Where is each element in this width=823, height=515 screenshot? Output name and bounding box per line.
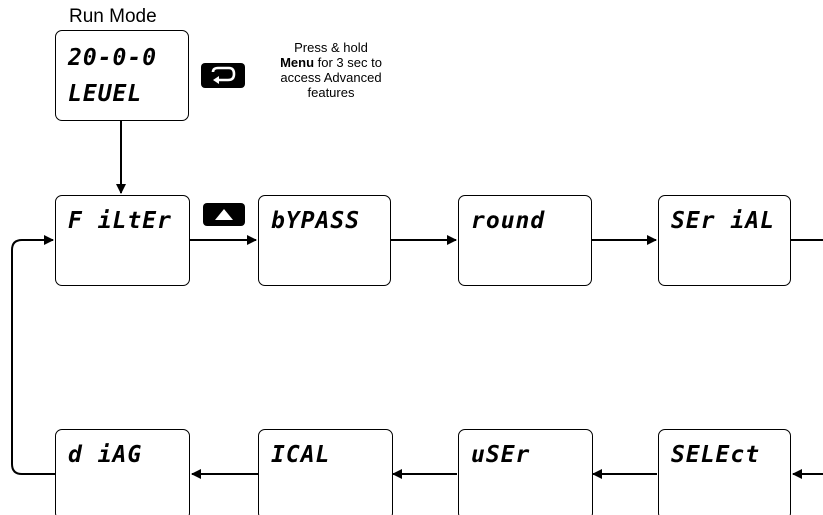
run-mode-unit: LEUEL <box>68 81 143 107</box>
menu-box-filter[interactable]: F iLtEr <box>55 195 190 286</box>
menu-label-select: SELEct <box>671 442 761 468</box>
up-arrow-icon <box>203 203 245 226</box>
hint-line2: Menu for 3 sec to <box>256 55 406 70</box>
arrow-diag-loop-to-filter <box>11 235 55 475</box>
menu-box-bypass[interactable]: bYPASS <box>258 195 391 286</box>
menu-box-ical[interactable]: ICAL <box>258 429 393 515</box>
hint-line2-rest: for 3 sec to <box>314 55 382 70</box>
menu-box-user[interactable]: uSEr <box>458 429 593 515</box>
menu-box-serial[interactable]: SEr iAL <box>658 195 791 286</box>
menu-label-ical: ICAL <box>271 442 331 468</box>
menu-box-diag[interactable]: d iAG <box>55 429 190 515</box>
run-mode-display: 20-0-0 LEUEL <box>55 30 189 121</box>
advanced-hint: Press & hold Menu for 3 sec to access Ad… <box>256 40 406 100</box>
run-mode-value: 20-0-0 <box>68 45 158 71</box>
menu-label-bypass: bYPASS <box>271 208 361 234</box>
hint-line1: Press & hold <box>294 40 368 55</box>
menu-box-select[interactable]: SELEct <box>658 429 791 515</box>
run-mode-title: Run Mode <box>69 6 157 27</box>
menu-label-filter: F iLtEr <box>68 208 172 234</box>
hint-line3: access Advanced <box>280 70 382 85</box>
menu-box-round[interactable]: round <box>458 195 592 286</box>
hint-line4: features <box>307 85 355 100</box>
menu-label-round: round <box>471 208 546 234</box>
menu-label-serial: SEr iAL <box>671 208 775 234</box>
menu-loop-icon <box>201 63 245 88</box>
hint-menu-word: Menu <box>280 55 315 70</box>
menu-label-diag: d iAG <box>68 442 143 468</box>
menu-label-user: uSEr <box>471 442 531 468</box>
